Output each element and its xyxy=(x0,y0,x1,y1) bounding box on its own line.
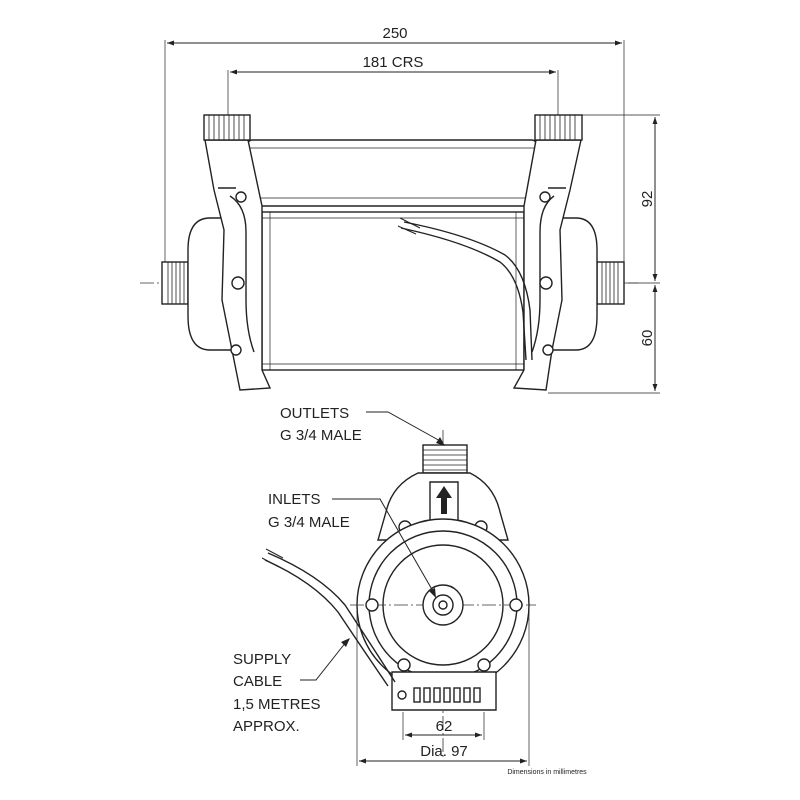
svg-text:1,5 METRES: 1,5 METRES xyxy=(233,696,321,713)
body-screw-bottom-right xyxy=(477,658,491,672)
svg-text:CABLE: CABLE xyxy=(233,673,282,690)
right-bolt-upper xyxy=(539,191,551,203)
inlet-hub-inner xyxy=(432,594,454,616)
end-view-supply-cable xyxy=(261,548,396,687)
overall-length-label: 250 xyxy=(382,25,407,42)
callout-supply-cable: SUPPLY CABLE 1,5 METRES APPROX. xyxy=(233,638,350,735)
dimension-port-width: 62 xyxy=(402,712,485,740)
right-inlet-port xyxy=(596,261,625,305)
footnote-units: Dimensions in millimetres xyxy=(507,769,587,776)
svg-text:SUPPLY: SUPPLY xyxy=(233,651,291,668)
svg-text:G 3/4 MALE: G 3/4 MALE xyxy=(268,514,350,531)
svg-text:OUTLETS: OUTLETS xyxy=(280,405,349,422)
callout-inlets: INLETS G 3/4 MALE xyxy=(268,491,436,598)
height-below-axis-label: 60 xyxy=(639,330,656,347)
callout-outlets: OUTLETS G 3/4 MALE xyxy=(280,405,445,446)
left-bolt-lower xyxy=(230,344,242,356)
inlet-hub-core xyxy=(438,600,448,610)
svg-text:APPROX.: APPROX. xyxy=(233,718,300,735)
body-screw-right xyxy=(509,598,523,612)
port-width-label: 62 xyxy=(436,718,453,735)
body-diameter-label: Dia. 97 xyxy=(420,743,468,760)
top-crossbar xyxy=(247,139,537,207)
end-view-outlet-port xyxy=(422,444,468,474)
left-outlet-port xyxy=(203,114,251,141)
left-inlet-port xyxy=(161,261,189,305)
dimension-inlet-centres: 181 CRS xyxy=(227,54,559,118)
side-view-supply-cable xyxy=(397,217,533,361)
right-bolt-lower xyxy=(542,344,554,356)
motor-body xyxy=(261,211,525,371)
left-bolt-upper xyxy=(235,191,247,203)
inlet-centres-label: 181 CRS xyxy=(363,54,424,71)
svg-text:G 3/4 MALE: G 3/4 MALE xyxy=(280,427,362,444)
left-bolt-middle xyxy=(231,276,245,290)
side-view: 250 181 CRS 92 60 xyxy=(140,25,660,394)
height-above-axis-label: 92 xyxy=(639,191,656,208)
right-outlet-port xyxy=(534,114,583,141)
flow-arrow-icon xyxy=(436,486,452,514)
end-view: 62 Dia. 97 xyxy=(261,430,536,766)
left-end-bracket xyxy=(204,139,272,391)
right-bolt-middle xyxy=(539,276,553,290)
body-screw-bottom-left xyxy=(397,658,411,672)
dimension-heights: 92 60 xyxy=(548,114,660,394)
end-view-base xyxy=(391,671,497,711)
svg-text:INLETS: INLETS xyxy=(268,491,321,508)
dimension-overall-length: 250 xyxy=(164,25,625,280)
body-screw-left xyxy=(365,598,379,612)
dimension-body-diameter: Dia. 97 xyxy=(356,610,530,766)
